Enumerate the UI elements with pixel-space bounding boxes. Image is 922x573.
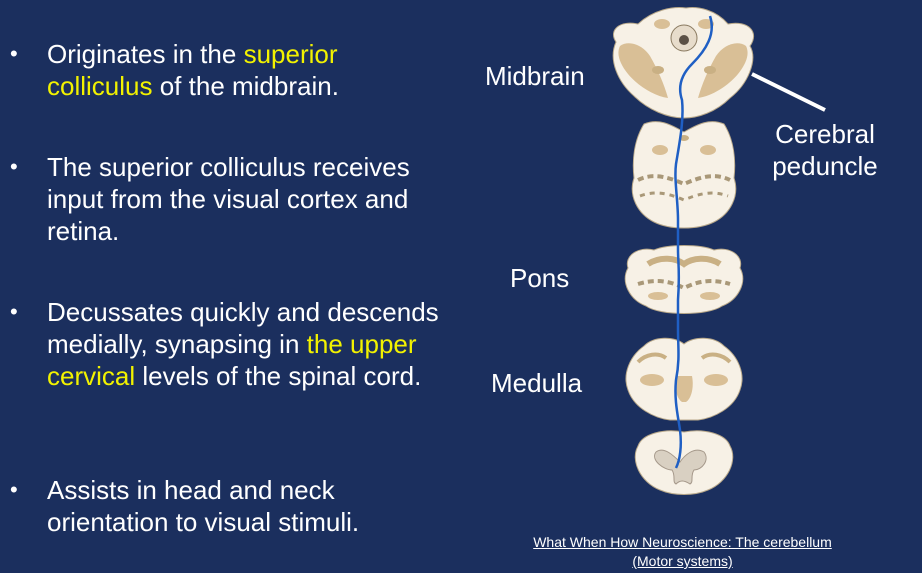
bullet-text: Originates in the superior colliculus of… [47, 39, 339, 101]
bullet-item: • Decussates quickly and descends medial… [10, 296, 450, 392]
bullet-marker: • [10, 477, 18, 502]
label-pons: Pons [510, 263, 570, 293]
spinal-cord-section [634, 430, 734, 495]
bullet-item: • Originates in the superior colliculus … [10, 38, 450, 102]
tectospinal-tract [674, 15, 713, 469]
label-medulla: Medulla [491, 368, 583, 398]
bullet-marker: • [10, 299, 18, 324]
medulla-section [625, 337, 743, 421]
midbrain-section [612, 7, 755, 119]
upper-pons-section [631, 121, 737, 229]
bullet-text: Decussates quickly and descends medially… [47, 297, 439, 391]
highlighted-term: superior colliculus [47, 39, 338, 101]
brainstem-diagram [612, 7, 755, 495]
bullet-marker: • [10, 41, 18, 66]
bullet-list: • Originates in the superior colliculus … [10, 38, 450, 538]
label-cerebral-peduncle: Cerebral peduncle [772, 119, 878, 181]
bullet-item: • The superior colliculus receives input… [10, 151, 450, 247]
label-midbrain: Midbrain [485, 61, 585, 91]
bullet-marker: • [10, 154, 18, 179]
bullet-item: • Assists in head and neck orientation t… [10, 474, 450, 538]
bullet-text: The superior colliculus receives input f… [47, 152, 410, 246]
citation-link[interactable]: What When How Neuroscience: The cerebell… [533, 534, 832, 569]
pons-section [624, 245, 744, 314]
highlighted-term: the upper cervical [47, 329, 417, 391]
bullet-text: Assists in head and neck orientation to … [47, 475, 360, 537]
